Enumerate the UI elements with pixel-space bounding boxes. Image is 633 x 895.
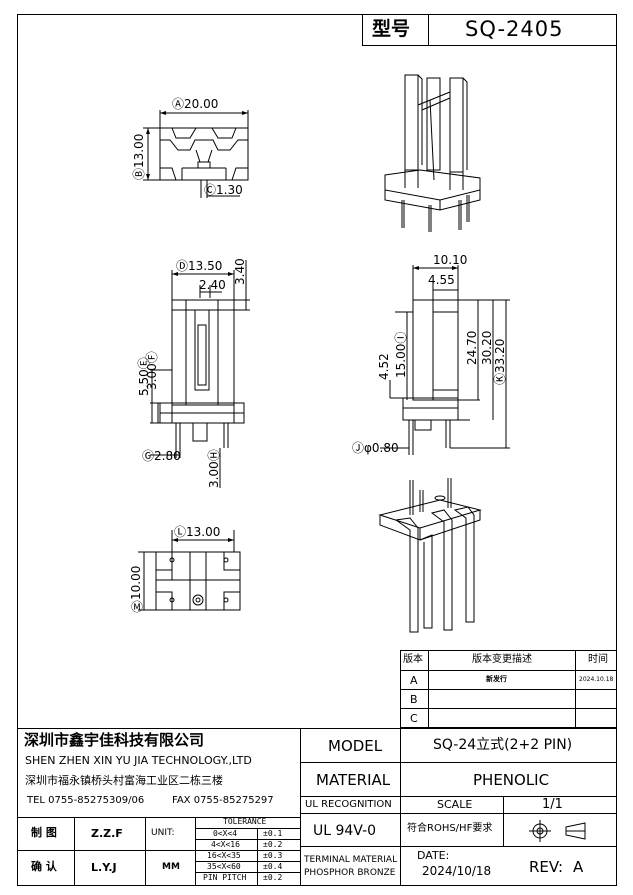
dim-top-height: Ⓑ13.00	[132, 134, 146, 180]
ul-value: UL 94V-0	[313, 823, 377, 839]
dim-side-k: Ⓚ33.20	[493, 339, 507, 385]
dim-side-d2: 24.70	[465, 331, 479, 365]
side-view	[380, 265, 510, 455]
company-fax: FAX 0755-85275297	[172, 795, 274, 806]
tolerance-title: TOLERANCE	[223, 817, 267, 826]
rohs-text: 符合ROHS/HF要求	[407, 823, 493, 834]
rev-label: REV:	[529, 858, 563, 876]
type-label: 型号	[372, 18, 411, 40]
technical-drawings: Ⓐ20.00 Ⓑ13.00 Ⓒ1.30 Ⓓ13.50 2.40 3.40 5.5…	[129, 74, 510, 633]
company-tel: TEL 0755-85275309/06	[27, 795, 145, 806]
model-label: MODEL	[328, 737, 383, 755]
tolerance-table: TOLERANCE 0<X<4 ±0.1 4<X<16 ±0.2 16<X<35…	[195, 817, 300, 886]
tolerance-range: 4<X<16	[211, 840, 240, 849]
material-label: MATERIAL	[316, 771, 391, 789]
date-label: DATE:	[417, 849, 450, 862]
header-type-cell: 型号	[362, 14, 428, 46]
rev-value: A	[573, 858, 584, 876]
revision-table: 版本 版本变更描述 时间 A 新发行 2024.10.18 B C	[400, 650, 617, 728]
model-code: SQ-2405	[465, 17, 564, 41]
tolerance-range: PIN PITCH	[203, 873, 247, 882]
unit-value: MM	[162, 862, 180, 872]
projection-symbol	[529, 820, 586, 842]
tolerance-range: 0<X<4	[213, 829, 238, 838]
scale-value: 1/1	[542, 797, 563, 812]
confirm-name: L.Y.J	[91, 861, 117, 874]
tolerance-value: ±0.3	[263, 851, 283, 860]
scale-label: SCALE	[437, 798, 473, 811]
front-view	[150, 260, 250, 488]
company-address: 深圳市福永镇桥头村富海工业区二栋三楼	[25, 774, 223, 787]
tolerance-range: 35<X<60	[207, 862, 241, 871]
rev-row-date: 2024.10.18	[579, 676, 614, 683]
tolerance-range: 16<X<35	[207, 851, 241, 860]
dim-side-j: Ⓙφ0.80	[352, 441, 399, 455]
rev-header-desc: 版本变更描述	[472, 654, 532, 665]
draw-label: 制 图	[31, 826, 57, 839]
dim-bottom-height: 10.00	[129, 566, 143, 600]
dim-top-width: Ⓐ20.00	[172, 97, 218, 111]
tolerance-value: ±0.4	[263, 862, 283, 871]
rev-row-desc: 新发行	[486, 675, 507, 683]
iso-view-upper	[384, 74, 481, 232]
dim-side-d3: 30.20	[480, 331, 494, 365]
dim-front-width: Ⓓ13.50	[176, 259, 222, 273]
dim-top-slot: Ⓒ1.30	[204, 183, 243, 197]
bottom-view	[138, 530, 241, 611]
company-name-en: SHEN ZHEN XIN YU JIA TECHNOLOGY.,LTD	[25, 754, 252, 767]
iso-view-lower	[378, 478, 482, 633]
confirm-label: 确 认	[31, 860, 57, 873]
top-view	[143, 110, 249, 198]
terminal-value: PHOSPHOR BRONZE	[304, 868, 396, 878]
model-value: SQ-24立式(2+2 PIN)	[433, 737, 573, 753]
dim-bottom-width: Ⓛ13.00	[174, 525, 220, 539]
header-model-cell: SQ-2405	[428, 14, 617, 46]
dim-front-h: 3.00Ⓗ	[207, 449, 221, 488]
draw-name: Z.Z.F	[91, 827, 123, 840]
dim-front-inner: 2.40	[199, 278, 226, 292]
unit-label: UNIT:	[151, 828, 175, 838]
title-block: 深圳市鑫宇佳科技有限公司 SHEN ZHEN XIN YU JIA TECHNO…	[17, 728, 617, 886]
tolerance-value: ±0.2	[263, 873, 283, 882]
dim-front-e: 5.50Ⓔ	[137, 357, 151, 396]
dim-front-g: Ⓖ2.80	[142, 449, 181, 463]
dim-side-d1: 4.52	[377, 353, 391, 380]
dim-side-w1: 10.10	[433, 253, 467, 267]
ul-label: UL RECOGNITION	[305, 799, 392, 810]
material-value: PHENOLIC	[473, 771, 550, 789]
rev-header-version: 版本	[403, 654, 423, 665]
tolerance-value: ±0.2	[263, 840, 283, 849]
rev-row-ver: C	[410, 712, 418, 725]
company-name-cn: 深圳市鑫宇佳科技有限公司	[24, 731, 205, 749]
dim-front-top: 3.40	[233, 258, 247, 285]
dim-side-i: 15.00Ⓘ	[394, 332, 408, 378]
rev-header-date: 时间	[588, 654, 608, 665]
rev-row-ver: A	[410, 674, 418, 687]
dim-side-w2: 4.55	[428, 273, 455, 287]
dim-bottom-m: Ⓜ	[131, 600, 143, 614]
rev-row-ver: B	[410, 693, 418, 706]
tolerance-value: ±0.1	[263, 829, 283, 838]
date-value: 2024/10/18	[422, 864, 492, 878]
dim-front-f: 3.00Ⓕ	[145, 351, 159, 390]
terminal-label: TERMINAL MATERIAL	[304, 855, 398, 865]
